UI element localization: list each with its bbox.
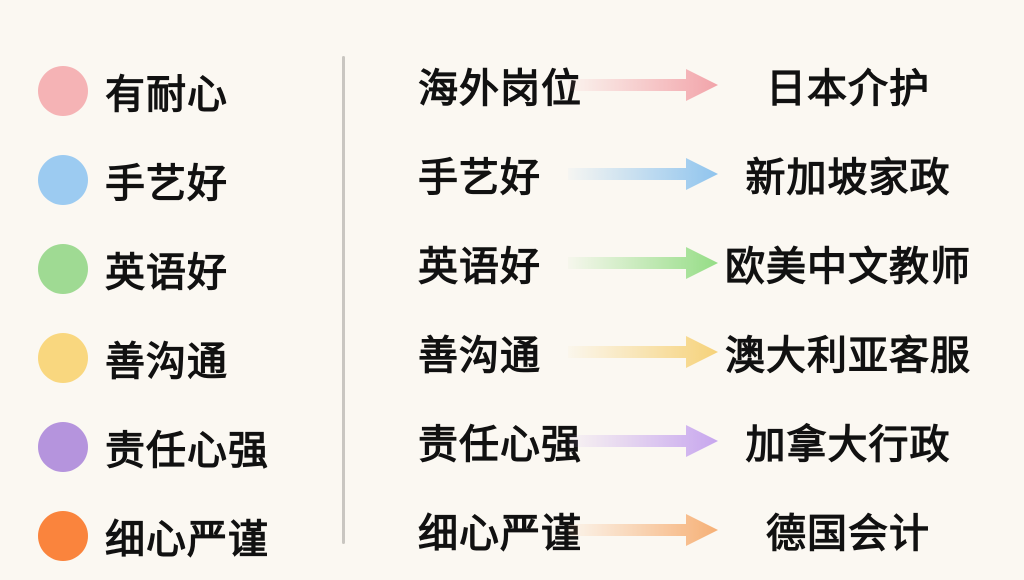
trait-item: 有耐心 (38, 46, 269, 135)
trait-item: 英语好 (38, 224, 269, 313)
arrow-right-icon (568, 157, 718, 190)
destination-label: 欧美中文教师 (725, 243, 971, 290)
destination-label: 新加坡家政 (745, 154, 951, 201)
color-dot (38, 510, 88, 561)
mapping-row: 善沟通 澳大利亚客服 (418, 307, 998, 396)
destination-label: 澳大利亚客服 (725, 332, 971, 379)
mapping-row: 细心严谨 德国会计 (418, 485, 998, 574)
color-dot (38, 332, 88, 383)
trait-label: 英语好 (105, 249, 228, 296)
destination-label: 加拿大行政 (745, 421, 951, 468)
color-dot (38, 421, 88, 472)
source-label: 英语好 (418, 243, 541, 290)
source-label: 海外岗位 (418, 65, 582, 112)
destination-label: 日本介护 (766, 65, 930, 112)
color-dot (38, 154, 88, 205)
arrow-right-icon (568, 335, 718, 368)
arrow-right-icon (568, 246, 718, 279)
color-dot (38, 65, 88, 116)
mapping-row: 英语好 欧美中文教师 (418, 218, 998, 307)
source-label: 细心严谨 (418, 510, 582, 557)
trait-item: 责任心强 (38, 402, 269, 491)
trait-item: 善沟通 (38, 313, 269, 402)
trait-label: 手艺好 (105, 160, 228, 207)
arrow-right-icon (568, 68, 718, 101)
trait-item: 手艺好 (38, 135, 269, 224)
center-divider (342, 56, 345, 544)
color-dot (38, 243, 88, 294)
trait-item: 细心严谨 (38, 491, 269, 580)
mapping-row: 手艺好 新加坡家政 (418, 129, 998, 218)
arrow-right-icon (568, 424, 718, 457)
source-label: 善沟通 (418, 332, 541, 379)
mapping-list: 海外岗位 日本介护 手艺好 新加坡家政 英语好 欧美中文教师 善沟通 澳大利亚客… (418, 40, 998, 574)
destination-label: 德国会计 (766, 510, 930, 557)
trait-label: 细心严谨 (105, 516, 269, 563)
arrow-right-icon (568, 513, 718, 546)
trait-label: 有耐心 (105, 71, 228, 118)
trait-label: 责任心强 (105, 427, 269, 474)
mapping-row: 海外岗位 日本介护 (418, 40, 998, 129)
trait-label: 善沟通 (105, 338, 228, 385)
mapping-row: 责任心强 加拿大行政 (418, 396, 998, 485)
source-label: 责任心强 (418, 421, 582, 468)
source-label: 手艺好 (418, 154, 541, 201)
trait-list: 有耐心 手艺好 英语好 善沟通 责任心强 细心严谨 (38, 46, 269, 580)
